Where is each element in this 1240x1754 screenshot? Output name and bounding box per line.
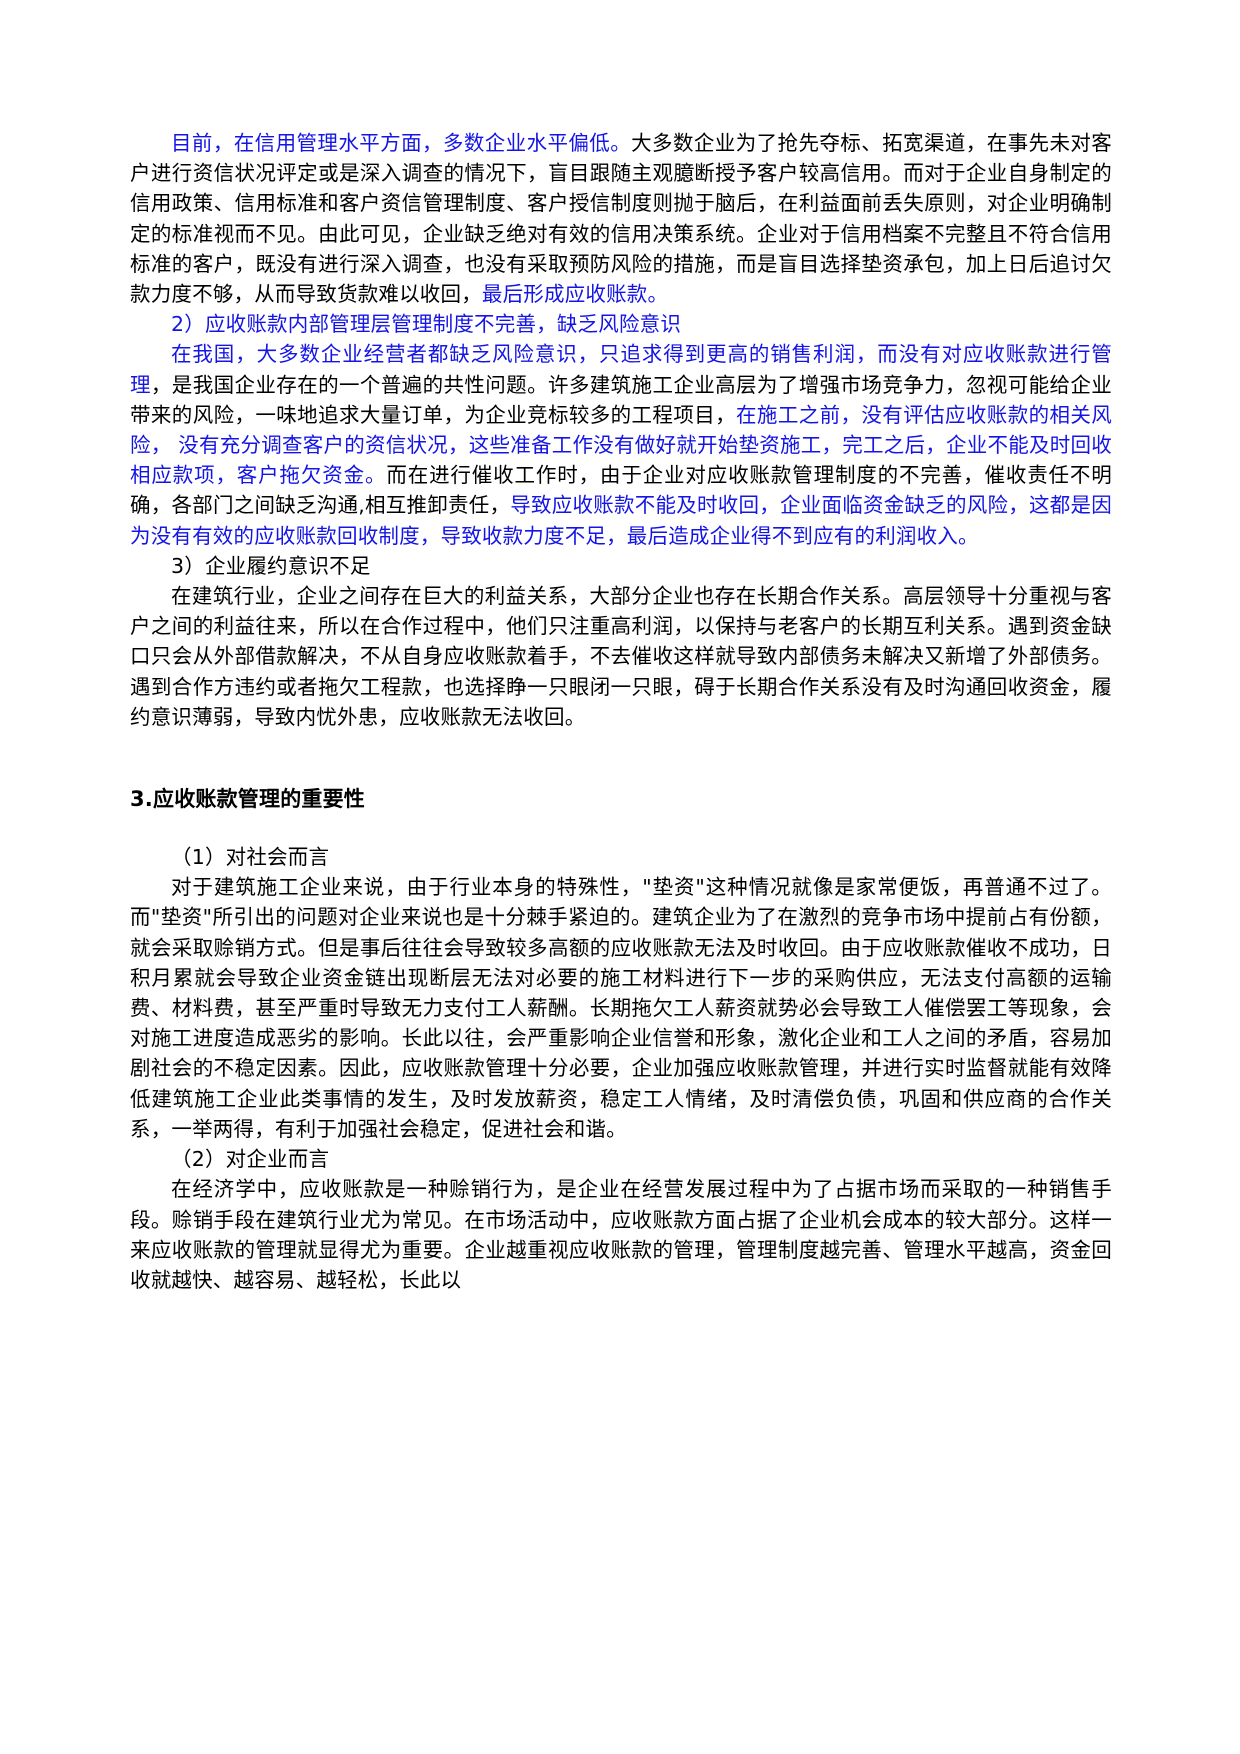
highlight-no-recovery-system: 导致应收账款不能及时收回，企业面临资金缺乏的风险，这都是因为没有有效的应收账款回… [130,493,1112,548]
paragraph-society: 对于建筑施工企业来说，由于行业本身的特殊性，"垫资"这种情况就像是家常便饭，再普… [130,875,1112,1141]
paragraph-contract-awareness: 在建筑行业，企业之间存在巨大的利益关系，大部分企业也存在长期合作关系。高层领导十… [130,584,1112,729]
highlight-risk-awareness: 在我国，大多数企业经营者都缺乏风险意识，只追求得到更高的销售利润，而没有对应收账… [130,342,1112,397]
subsection-heading-society: （1）对社会而言 [171,845,330,870]
heading-spacer-top [130,732,1112,784]
paragraph-internal-management-body2: 而在进行催收工作时，由于企业对应收账款管理制度的不完善，催收责任不明确，各部门之… [130,463,1112,518]
list-heading-3: 3）企业履约意识不足 [171,553,371,578]
subsection-heading-enterprise: （2）对企业而言 [171,1147,330,1172]
highlight-pre-construction-risk: 在施工之前，没有评估应收账款的相关风险， 没有充分调查客户的资信状况，这些准备工… [130,402,1112,488]
section-heading-importance: 3.应收账款管理的重要性 [130,787,365,812]
list-heading-2: 2）应收账款内部管理层管理制度不完善，缺乏风险意识 [171,312,682,337]
paragraph-internal-management: 在我国，大多数企业经营者都缺乏风险意识，只追求得到更高的销售利润，而没有对应收账… [130,339,1112,550]
page-content: 目前，在信用管理水平方面，多数企业水平偏低。大多数企业为了抢先夺标、拓宽渠道，在… [130,128,1112,1295]
highlight-forms-receivable: 最后形成应收账款。 [481,282,669,307]
highlight-credit-level: 目前，在信用管理水平方面，多数企业水平偏低。 [171,131,632,155]
paragraph-credit-management-body: 大多数企业为了抢先夺标、拓宽渠道，在事先未对客户进行资信状况评定或是深入调查的情… [130,131,1112,307]
paragraph-credit-management: 目前，在信用管理水平方面，多数企业水平偏低。大多数企业为了抢先夺标、拓宽渠道，在… [130,128,1112,309]
paragraph-internal-management-body1: ，是我国企业存在的一个普遍的共性问题。许多建筑施工企业高层为了增强市场竞争力，忽… [130,372,1112,427]
paragraph-enterprise: 在经济学中，应收账款是一种赊销行为，是企业在经营发展过程中为了占据市场而采取的一… [130,1177,1112,1292]
heading-spacer-bottom [130,814,1112,842]
